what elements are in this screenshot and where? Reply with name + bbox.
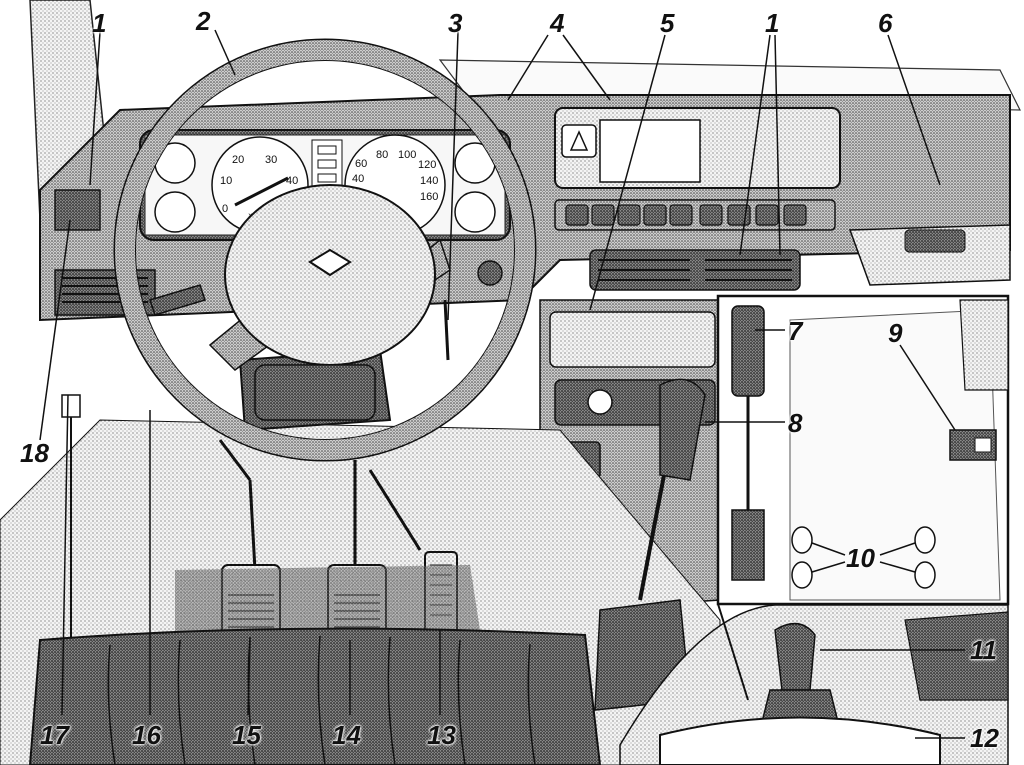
tacho-tick-40: 40 [352,173,364,185]
driver-seat [28,627,602,765]
gear-lever-shaft [638,469,667,601]
ignition-switch [477,260,503,286]
tacho-tick-140: 140 [420,175,438,187]
window-switch-3 [914,526,936,554]
armrest-tray [659,716,941,765]
radio-display [599,119,701,183]
ignition-key [443,299,450,361]
callout-14: 14 [332,720,361,750]
leader-lines [39,29,965,739]
callout-1-left: 1 [92,8,107,38]
callout-6: 6 [878,8,893,38]
speedo-tick-0: 0 [222,203,228,215]
callout-17: 17 [40,720,69,750]
window-switch-2 [791,561,813,589]
floor-mat [175,565,480,640]
fuel-gauge [154,191,196,233]
tacho-tick-80: 80 [376,149,388,161]
callout-2: 2 [196,6,211,36]
voltmeter [454,191,496,233]
callout-10: 10 [846,543,875,573]
callout-18: 18 [20,438,49,468]
speedo-tick-30: 30 [265,154,277,166]
tacho-tick-160: 160 [420,191,438,203]
tacho-tick-100: 100 [398,149,416,161]
tacho-tick-60: 60 [355,158,367,170]
speedo-tick-40: 40 [286,175,298,187]
gear-knob [659,378,706,481]
handbrake-slot [731,509,765,581]
callout-3: 3 [448,8,463,38]
horn-logo [308,248,352,277]
speedo-tick-20: 20 [232,154,244,166]
callout-15: 15 [232,720,261,750]
left-stalk [149,284,206,316]
callout-4: 4 [550,8,565,38]
rear-gear-knob [774,622,816,691]
hazard-button [561,124,597,158]
callout-16: 16 [132,720,161,750]
callout-5: 5 [660,8,675,38]
tacho-tick-120: 120 [418,159,436,171]
callout-8: 8 [788,408,803,438]
speedo-tick-10: 10 [220,175,232,187]
bonnet-release [61,394,81,418]
callout-11: 11 [970,635,997,665]
side-air-vent [54,189,101,231]
radio-slot [549,311,716,368]
callout-13: 13 [427,720,456,750]
handbrake-handle [731,305,765,397]
glovebox [848,224,1011,286]
callout-1-right: 1 [765,8,780,38]
callout-9: 9 [888,318,903,348]
window-switch-1 [791,526,813,554]
callout-7: 7 [788,316,803,346]
column-cover [254,364,376,421]
callout-12: 12 [970,723,999,753]
window-switch-4 [914,561,936,589]
